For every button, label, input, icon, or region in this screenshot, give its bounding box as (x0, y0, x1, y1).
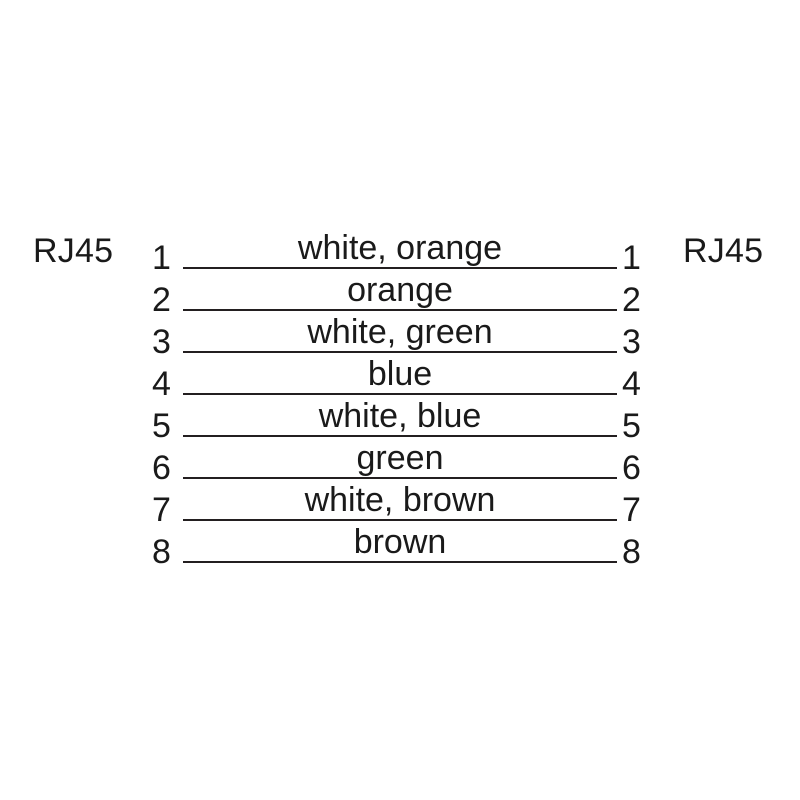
wire-color-label: blue (367, 355, 433, 393)
wire-color-label: brown (353, 523, 447, 561)
wire-line (183, 267, 617, 269)
wire-color-label: white, brown (304, 481, 496, 519)
pin-number-right: 7 (622, 491, 641, 529)
pin-number-right: 2 (622, 281, 641, 319)
wire-color-label: white, blue (318, 397, 482, 435)
wire-line (183, 309, 617, 311)
wire-color-label: white, green (307, 313, 493, 351)
wire-color-label: orange (347, 271, 453, 309)
wire-line (183, 477, 617, 479)
wire-line (183, 561, 617, 563)
connector-label-right: RJ45 (683, 232, 764, 270)
wire-line (183, 435, 617, 437)
wire-line (183, 351, 617, 353)
connector-label-left: RJ45 (33, 232, 114, 270)
pin-number-right: 5 (622, 407, 641, 445)
pin-number-right: 4 (622, 365, 641, 403)
pin-number-right: 1 (622, 239, 641, 277)
pin-number-right: 6 (622, 449, 641, 487)
pin-number-right: 8 (622, 533, 641, 571)
wire-line (183, 519, 617, 521)
pin-number-right: 3 (622, 323, 641, 361)
wire-line (183, 393, 617, 395)
wire-color-label: white, orange (297, 229, 503, 267)
wire-color-label: green (356, 439, 444, 477)
